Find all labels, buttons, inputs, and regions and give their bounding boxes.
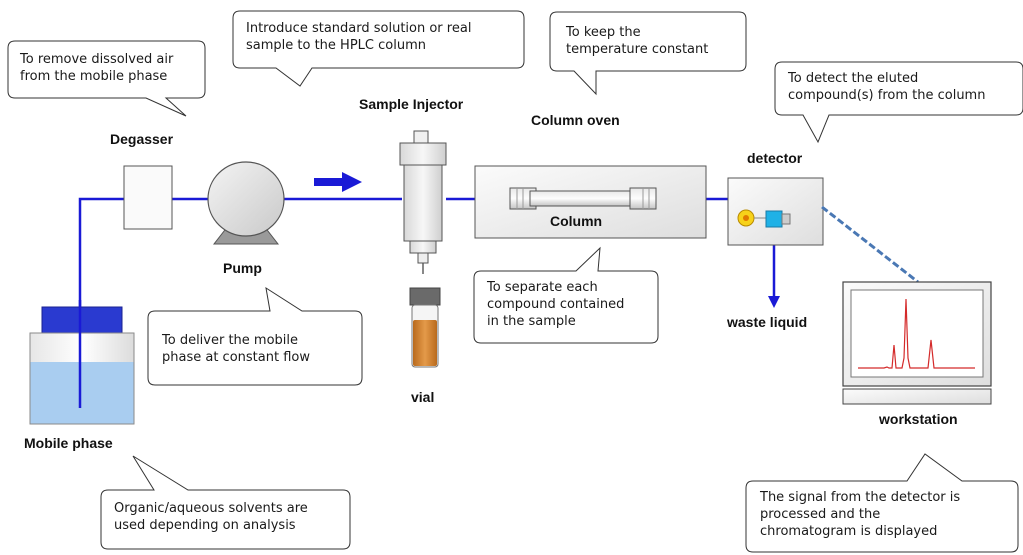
detector-flow-cell	[765, 210, 783, 228]
callout-workstation-line2: processed and the	[760, 507, 880, 522]
callout-detector-line2: compound(s) from the column	[788, 88, 985, 103]
detector-unit	[727, 177, 824, 246]
vial-liquid	[413, 320, 437, 366]
workstation-computer	[842, 281, 992, 405]
callout-oven: To keep the temperature constant	[549, 11, 747, 96]
callout-pump-line1: To deliver the mobile	[161, 333, 298, 348]
waste-liquid-label: waste liquid	[726, 314, 807, 330]
callout-oven-line2: temperature constant	[566, 42, 708, 57]
callout-mobile-phase-line1: Organic/aqueous solvents are	[114, 501, 308, 516]
callout-degasser-line1: To remove dissolved air	[19, 52, 174, 67]
callout-column-line1: To separate each	[486, 280, 598, 295]
flow-arrow-main	[314, 172, 362, 192]
mobile-phase-bottle	[29, 300, 135, 425]
monitor-screen	[850, 289, 984, 378]
sample-injector	[399, 130, 447, 274]
callout-injector: Introduce standard solution or real samp…	[232, 10, 525, 87]
callout-column-line3: in the sample	[487, 314, 576, 329]
workstation-label: workstation	[878, 411, 958, 427]
pump-unit	[207, 161, 285, 245]
bottle-solvent	[30, 362, 134, 424]
callout-injector-line2: sample to the HPLC column	[246, 38, 426, 53]
callout-pump-line2: phase at constant flow	[162, 350, 310, 365]
detector-label: detector	[747, 150, 803, 166]
hplc-column	[509, 187, 657, 210]
callout-workstation-line3: chromatogram is displayed	[760, 524, 937, 539]
degasser-unit	[123, 165, 173, 230]
vial-label: vial	[411, 389, 434, 405]
sample-injector-label: Sample Injector	[359, 96, 464, 112]
column-oven-label: Column oven	[531, 112, 620, 128]
sample-vial	[409, 287, 441, 368]
chromatogram-trace	[858, 298, 975, 369]
callout-detector: To detect the eluted compound(s) from th…	[774, 61, 1023, 144]
callout-mobile-phase: Organic/aqueous solvents are used depend…	[100, 455, 351, 550]
callout-column-line2: compound contained	[487, 297, 624, 312]
waste-arrow-head	[768, 296, 780, 308]
callout-column: To separate each compound contained in t…	[473, 246, 659, 344]
degasser-label: Degasser	[110, 131, 174, 147]
signal-line	[821, 205, 919, 284]
pump-label: Pump	[223, 260, 262, 276]
callout-workstation: The signal from the detector is processe…	[745, 453, 1019, 553]
callout-detector-line1: To detect the eluted	[787, 71, 918, 86]
callout-workstation-line1: The signal from the detector is	[759, 490, 960, 505]
callout-degasser-line2: from the mobile phase	[20, 69, 167, 84]
callout-oven-line1: To keep the	[565, 25, 641, 40]
callout-injector-line1: Introduce standard solution or real	[246, 21, 471, 36]
callout-pump: To deliver the mobile phase at constant …	[147, 286, 363, 386]
callout-mobile-phase-line2: used depending on analysis	[114, 518, 296, 533]
bottle-cap	[41, 306, 123, 334]
mobile-phase-label: Mobile phase	[24, 435, 113, 451]
callout-degasser: To remove dissolved air from the mobile …	[7, 40, 206, 117]
column-label: Column	[550, 213, 602, 229]
